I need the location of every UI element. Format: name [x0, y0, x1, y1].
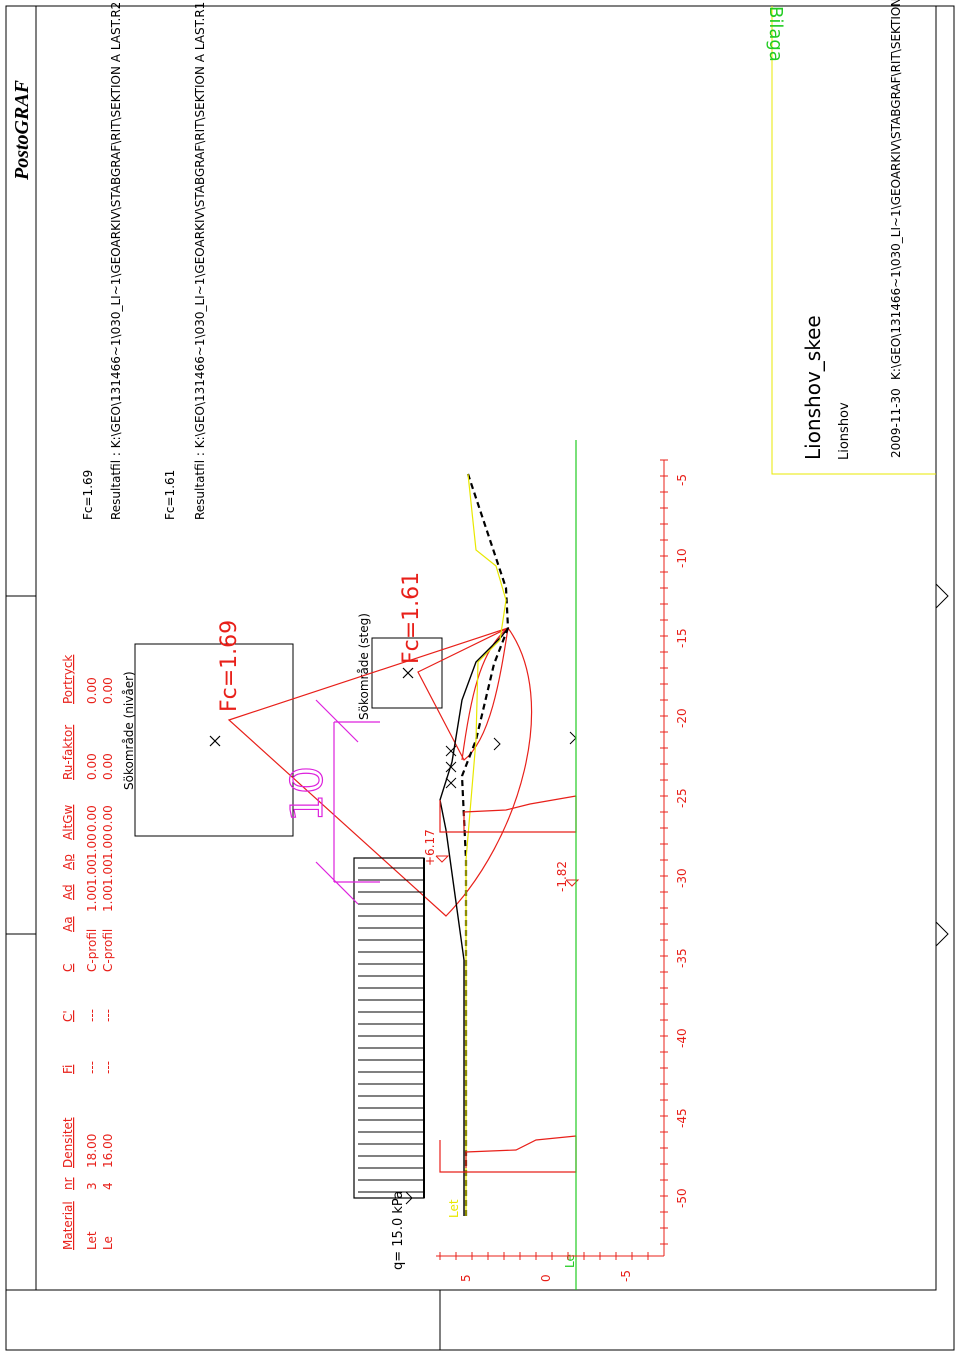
project-path: K:\GEO\131466~1\030_LI~1\GEOARKIV\STABGR… — [889, 0, 903, 380]
let-layer-boundary — [465, 473, 507, 1216]
search-center-marker — [402, 667, 414, 679]
slip-surface-fc169 — [227, 627, 533, 917]
x-tick-label: -30 — [675, 868, 689, 888]
y-tick-label: -5 — [619, 1270, 633, 1282]
fold-mark — [935, 583, 949, 609]
table-cell: --- — [101, 1061, 115, 1074]
table-cell: Let — [85, 1231, 99, 1250]
tick-marker — [493, 737, 501, 751]
table-header: Densitet — [61, 1117, 75, 1168]
table-cell: --- — [101, 1009, 115, 1022]
table-cell: 0.00 — [101, 677, 115, 704]
table-cell: 1.00 — [101, 885, 115, 912]
project-subtitle: Lionshov — [837, 402, 852, 460]
table-cell: 0.00 — [101, 805, 115, 832]
table-cell: 16.00 — [101, 1134, 115, 1168]
table-header: Ad — [61, 884, 75, 900]
search-center-marker — [209, 735, 221, 747]
y-axis-ticks — [439, 1252, 649, 1260]
load-label: q= 15.0 kPa — [391, 1191, 406, 1270]
surface-markers — [445, 745, 457, 789]
table-cell: --- — [85, 1009, 99, 1022]
outer-frame — [5, 5, 955, 1351]
table-cell: 1.00 — [101, 833, 115, 860]
fold-mark — [935, 921, 949, 947]
project-name: Lionshov_skee — [801, 315, 825, 460]
load-arrow — [405, 1191, 413, 1205]
table-header: C' — [61, 1010, 75, 1022]
shear-profile-left — [439, 1135, 577, 1173]
result-file-1: Resultatfil : K:\GEO\131466~1\030_LI~1\G… — [109, 2, 123, 520]
table-cell: 1.00 — [85, 859, 99, 886]
x-tick-label: -20 — [675, 708, 689, 728]
table-cell: 1.00 — [101, 859, 115, 886]
search-area-levels-box — [134, 643, 294, 837]
x-tick-label: -50 — [675, 1188, 689, 1208]
critical-fc-label-1: Fc=1.69 — [217, 620, 242, 712]
tick-marker — [569, 731, 577, 745]
y-tick-label: 5 — [459, 1274, 473, 1282]
table-header: AltGw — [61, 804, 75, 840]
table-cell: --- — [85, 1061, 99, 1074]
y-tick-label: 0 — [539, 1274, 553, 1282]
layer-label-let: Let — [447, 1199, 461, 1218]
ground-surface-line — [439, 627, 509, 1216]
result-fc-2: Fc=1.61 — [163, 470, 177, 520]
dimension-marker — [315, 699, 380, 905]
x-tick-label: -35 — [675, 948, 689, 968]
search-area-steps-label: Sökområde (steg) — [357, 613, 371, 720]
x-tick-label: -15 — [675, 628, 689, 648]
table-cell: 0.00 — [85, 805, 99, 832]
table-cell: 1.00 — [85, 885, 99, 912]
level-upper-label: +6.17 — [423, 829, 437, 866]
table-cell: 0.00 — [85, 677, 99, 704]
bilaga-label: Bilaga — [765, 6, 786, 62]
brand-logo: PostoGRAF — [11, 79, 33, 181]
table-cell: 4 — [101, 1182, 115, 1190]
table-header: Fi — [61, 1065, 75, 1074]
table-header: Material — [61, 1201, 75, 1250]
search-area-levels-label: Sökområde (nivåer) — [122, 671, 136, 790]
level-marker-upper — [435, 855, 450, 863]
project-date: 2009-11-30 — [889, 388, 903, 458]
groundwater-line — [460, 473, 510, 1216]
x-tick-label: -40 — [675, 1028, 689, 1048]
table-header: Aa — [61, 916, 75, 932]
surface-load-hatch — [353, 857, 425, 1199]
table-header: Portryck — [61, 655, 75, 704]
table-cell: 1.00 — [85, 833, 99, 860]
table-header: Ap — [61, 854, 75, 870]
table-cell: C-profil — [101, 929, 115, 972]
x-tick-label: -25 — [675, 788, 689, 808]
table-cell: 3 — [85, 1182, 99, 1190]
table-cell: C-profil — [85, 929, 99, 972]
table-cell: 18.00 — [85, 1134, 99, 1168]
title-block-frame — [771, 6, 936, 475]
slip-surface-fc161 — [417, 626, 509, 761]
table-cell: 0.00 — [101, 753, 115, 780]
result-fc-1: Fc=1.69 — [81, 470, 95, 520]
level-lower-label: -1.82 — [555, 861, 569, 892]
level-marker-lower — [565, 879, 580, 887]
shear-profile-right — [439, 795, 577, 833]
table-header: nr — [61, 1177, 75, 1190]
dimension-value: 10 — [282, 766, 333, 822]
x-tick-label: -5 — [675, 474, 689, 486]
material-table: Material nr Densitet Fi C' C Aa Ad Ap Al… — [61, 655, 115, 1250]
x-tick-label: -45 — [675, 1108, 689, 1128]
x-tick-label: -10 — [675, 548, 689, 568]
critical-fc-label-2: Fc=1.61 — [399, 572, 424, 664]
table-header: C — [61, 964, 75, 972]
result-file-2: Resultatfil : K:\GEO\131466~1\030_LI~1\G… — [193, 2, 207, 520]
table-header: Ru-faktor — [61, 725, 75, 780]
x-axis-ticks — [660, 459, 668, 1245]
table-cell: 0.00 — [85, 753, 99, 780]
inner-frame — [35, 5, 937, 1291]
layer-label-le: Le — [563, 1254, 577, 1268]
table-cell: Le — [101, 1236, 115, 1250]
